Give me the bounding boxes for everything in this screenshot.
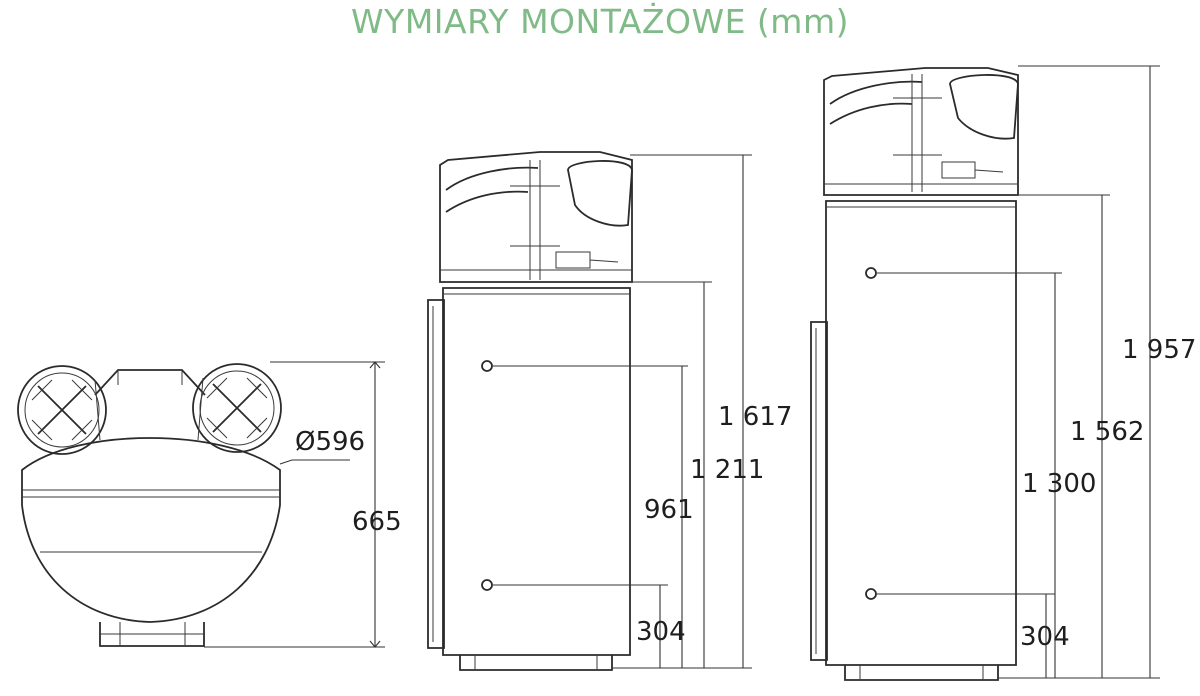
small-total-height: 1 617	[718, 402, 792, 432]
small-upper-inlet: 961	[644, 495, 694, 525]
small-lower-inlet: 304	[636, 617, 686, 647]
page-title: WYMIARY MONTAŻOWE (mm)	[351, 2, 849, 41]
large-upper-inlet: 1 300	[1022, 469, 1096, 499]
top-view-body	[21, 437, 281, 623]
large-unit-tank	[825, 200, 1017, 666]
large-unit-side-view	[810, 65, 1160, 681]
diameter-label: Ø596	[295, 427, 365, 457]
small-unit-side-view	[427, 151, 752, 671]
right-duct-icon	[192, 363, 282, 453]
large-outlet-height: 1 562	[1070, 417, 1144, 447]
small-unit-tank	[442, 287, 631, 656]
large-lower-inlet: 304	[1020, 622, 1070, 652]
top-view	[17, 361, 385, 648]
depth-label: 665	[352, 507, 402, 537]
small-outlet-height: 1 211	[690, 455, 764, 485]
large-total-height: 1 957	[1122, 335, 1196, 365]
left-duct-icon	[17, 365, 107, 455]
